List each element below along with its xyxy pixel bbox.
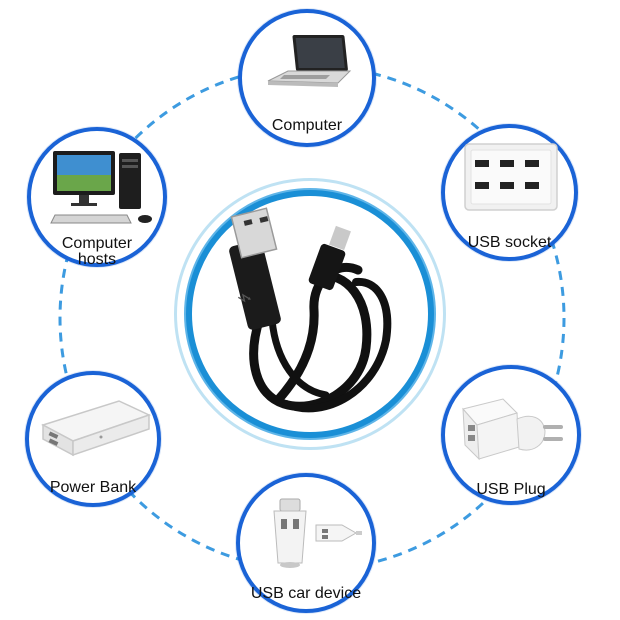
usb-plug-label: USB Plug	[476, 481, 546, 498]
computer-label: Computer	[271, 117, 343, 134]
svg-text:⭍: ⭍	[237, 290, 254, 304]
desktop-computer-icon	[50, 151, 152, 224]
usb-plug-icon	[462, 398, 563, 461]
usb-socket-label: USB socket	[467, 234, 552, 251]
car-charger-icon	[273, 498, 362, 568]
usb-cable-icon: ⭍	[229, 207, 392, 413]
node-power-bank: Power Bank	[25, 371, 161, 507]
power-bank-label: Power Bank	[49, 479, 137, 496]
power-bank-icon	[41, 400, 152, 457]
computer-hosts-label-line1: Computer	[61, 235, 133, 252]
node-usb-car-device: USB car device	[236, 473, 376, 613]
usb-socket-icon	[464, 143, 558, 211]
node-computer-hosts: Computer hosts	[27, 127, 167, 268]
laptop-icon	[267, 35, 352, 87]
node-usb-plug: USB Plug	[441, 365, 581, 505]
node-computer: Computer	[238, 9, 376, 147]
node-usb-socket: USB socket	[441, 124, 578, 261]
usb-car-device-label: USB car device	[250, 585, 362, 602]
computer-hosts-label-line2: hosts	[77, 251, 117, 268]
